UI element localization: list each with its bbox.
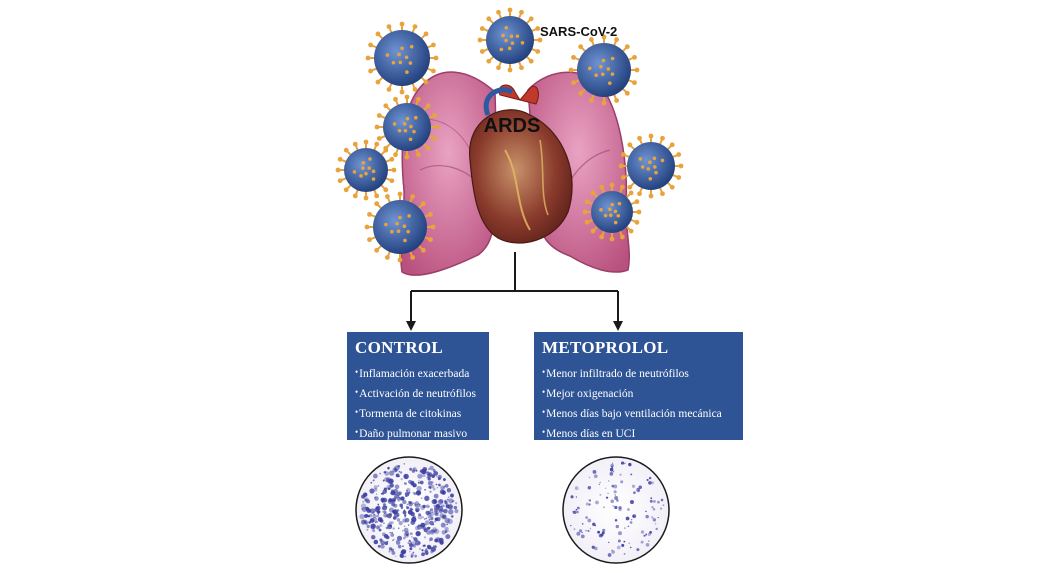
control-list: Inflamación exacerbada Activación de neu… <box>355 364 481 444</box>
heart <box>469 84 573 244</box>
control-item: Activación de neutrófilos <box>355 384 481 404</box>
metoprolol-item: Menor infiltrado de neutrófilos <box>542 364 735 384</box>
virus-icon <box>477 7 543 73</box>
metoprolol-list: Menor infiltrado de neutrófilos Mejor ox… <box>542 364 735 444</box>
metoprolol-panel: METOPROLOL Menor infiltrado de neutrófil… <box>534 332 743 440</box>
arrowhead-control <box>406 321 416 331</box>
virus-icon <box>335 139 397 201</box>
control-item: Tormenta de citokinas <box>355 404 481 424</box>
control-item: Daño pulmonar masivo <box>355 424 481 444</box>
control-item: Inflamación exacerbada <box>355 364 481 384</box>
metoprolol-item: Mejor oxigenación <box>542 384 735 404</box>
virus-icon <box>582 182 642 242</box>
arrowhead-metoprolol <box>613 321 623 331</box>
control-panel: CONTROL Inflamación exacerbada Activació… <box>347 332 489 440</box>
ards-label: ARDS <box>484 115 541 137</box>
virus-icon <box>568 34 640 106</box>
virus-particles <box>335 7 684 263</box>
metoprolol-item: Menos días en UCI <box>542 424 735 444</box>
histology-metoprolol <box>562 456 670 564</box>
virus-icon <box>365 21 439 95</box>
virus-icon <box>364 191 436 263</box>
sars-cov-2-label: SARS-CoV-2 <box>540 24 617 39</box>
virus-icon <box>618 133 684 199</box>
control-title: CONTROL <box>355 338 444 357</box>
branch-arrows <box>410 252 619 322</box>
metoprolol-item: Menos días bajo ventilación mecánica <box>542 404 735 424</box>
virus-icon <box>374 94 440 160</box>
metoprolol-title: METOPROLOL <box>542 338 669 357</box>
histology-control <box>355 456 463 564</box>
